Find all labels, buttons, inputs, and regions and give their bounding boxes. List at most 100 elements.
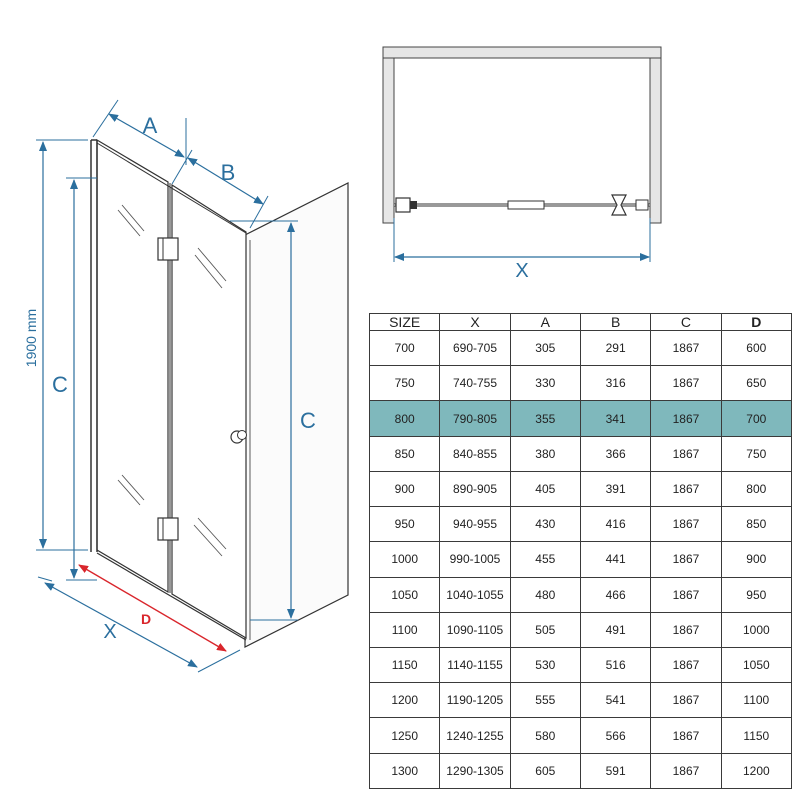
height-label: 1900 mm bbox=[23, 309, 39, 367]
column-header-d: D bbox=[720, 313, 793, 331]
table-cell-c: 1867 bbox=[650, 506, 722, 543]
table-cell-x: 990-1005 bbox=[439, 541, 511, 578]
table-cell-a: 405 bbox=[509, 470, 581, 508]
table-cell-size: 800 bbox=[368, 400, 441, 437]
lower-hinge bbox=[157, 517, 179, 541]
top-view-back-wall bbox=[382, 46, 662, 59]
a-dimension-arrow bbox=[108, 113, 185, 158]
top-view-middle-hinge bbox=[507, 200, 545, 210]
table-cell-d: 650 bbox=[720, 365, 793, 402]
table-cell-d: 800 bbox=[720, 470, 793, 508]
c-right-label: C bbox=[300, 408, 316, 433]
table-cell-b: 291 bbox=[579, 329, 652, 367]
upper-hinge bbox=[157, 237, 179, 261]
table-cell-b: 516 bbox=[579, 646, 652, 684]
table-cell-d: 600 bbox=[720, 329, 793, 367]
table-cell-d: 1000 bbox=[720, 611, 793, 648]
table-cell-c: 1867 bbox=[650, 435, 722, 472]
side-panel bbox=[244, 182, 349, 648]
table-cell-a: 605 bbox=[509, 752, 581, 790]
table-cell-a: 580 bbox=[509, 717, 581, 754]
table-cell-c: 1867 bbox=[650, 682, 722, 719]
door-leaf-right bbox=[171, 183, 247, 640]
table-cell-size: 850 bbox=[368, 435, 441, 472]
top-view-handle bbox=[611, 194, 627, 216]
table-cell-c: 1867 bbox=[650, 611, 722, 648]
table-cell-a: 430 bbox=[509, 506, 581, 543]
column-header-size: SIZE bbox=[368, 313, 441, 331]
door-leaf-left bbox=[96, 138, 169, 594]
top-view-left-hinge bbox=[395, 197, 411, 213]
table-cell-d: 750 bbox=[720, 435, 793, 472]
table-cell-x: 1140-1155 bbox=[439, 646, 511, 684]
table-cell-c: 1867 bbox=[650, 752, 722, 790]
table-cell-b: 316 bbox=[579, 365, 652, 402]
table-cell-x: 690-705 bbox=[439, 329, 511, 367]
table-cell-c: 1867 bbox=[650, 646, 722, 684]
door-knob-back bbox=[237, 430, 247, 440]
table-cell-b: 541 bbox=[579, 682, 652, 719]
table-cell-x: 1290-1305 bbox=[439, 752, 511, 790]
table-cell-c: 1867 bbox=[650, 717, 722, 754]
table-cell-b: 391 bbox=[579, 470, 652, 508]
top-view-right-clamp bbox=[635, 199, 649, 211]
table-cell-x: 790-805 bbox=[439, 400, 511, 437]
table-cell-size: 900 bbox=[368, 470, 441, 508]
top-view-left-hinge-cap bbox=[410, 201, 417, 209]
x-front-ext-right bbox=[197, 649, 241, 673]
b-ext-right bbox=[249, 195, 269, 229]
table-cell-c: 1867 bbox=[650, 400, 722, 437]
x-front-ext-left bbox=[37, 576, 53, 582]
table-cell-size: 950 bbox=[368, 506, 441, 543]
table-cell-b: 466 bbox=[579, 576, 652, 613]
table-cell-x: 1040-1055 bbox=[439, 576, 511, 613]
table-cell-a: 555 bbox=[509, 682, 581, 719]
table-cell-d: 850 bbox=[720, 506, 793, 543]
table-cell-x: 1240-1255 bbox=[439, 717, 511, 754]
table-cell-c: 1867 bbox=[650, 365, 722, 402]
table-cell-x: 890-905 bbox=[439, 470, 511, 508]
table-cell-d: 950 bbox=[720, 576, 793, 613]
table-cell-size: 700 bbox=[368, 329, 441, 367]
table-cell-d: 1200 bbox=[720, 752, 793, 790]
glass-reflections bbox=[117, 204, 227, 557]
table-cell-a: 355 bbox=[509, 400, 581, 437]
b-label: B bbox=[221, 160, 236, 185]
table-cell-b: 341 bbox=[579, 400, 652, 437]
d-dimension-arrow bbox=[78, 564, 227, 652]
table-cell-c: 1867 bbox=[650, 329, 722, 367]
a-ext-left bbox=[92, 99, 119, 138]
column-header-x: X bbox=[439, 313, 511, 331]
x-front-label: X bbox=[103, 621, 116, 643]
table-cell-b: 366 bbox=[579, 435, 652, 472]
table-cell-size: 1150 bbox=[368, 646, 441, 684]
column-header-a: A bbox=[509, 313, 581, 331]
table-cell-x: 1190-1205 bbox=[439, 682, 511, 719]
table-cell-b: 566 bbox=[579, 717, 652, 754]
column-header-b: B bbox=[579, 313, 652, 331]
table-cell-c: 1867 bbox=[650, 541, 722, 578]
top-view-x-label: X bbox=[515, 260, 528, 282]
top-view: X bbox=[382, 46, 662, 282]
table-cell-d: 900 bbox=[720, 541, 793, 578]
front-view: A B 1900 mm C C X D bbox=[23, 99, 349, 673]
table-cell-size: 1250 bbox=[368, 717, 441, 754]
table-cell-b: 491 bbox=[579, 611, 652, 648]
table-cell-b: 416 bbox=[579, 506, 652, 543]
table-cell-d: 1050 bbox=[720, 646, 793, 684]
table-cell-size: 1300 bbox=[368, 752, 441, 790]
table-cell-a: 330 bbox=[509, 365, 581, 402]
